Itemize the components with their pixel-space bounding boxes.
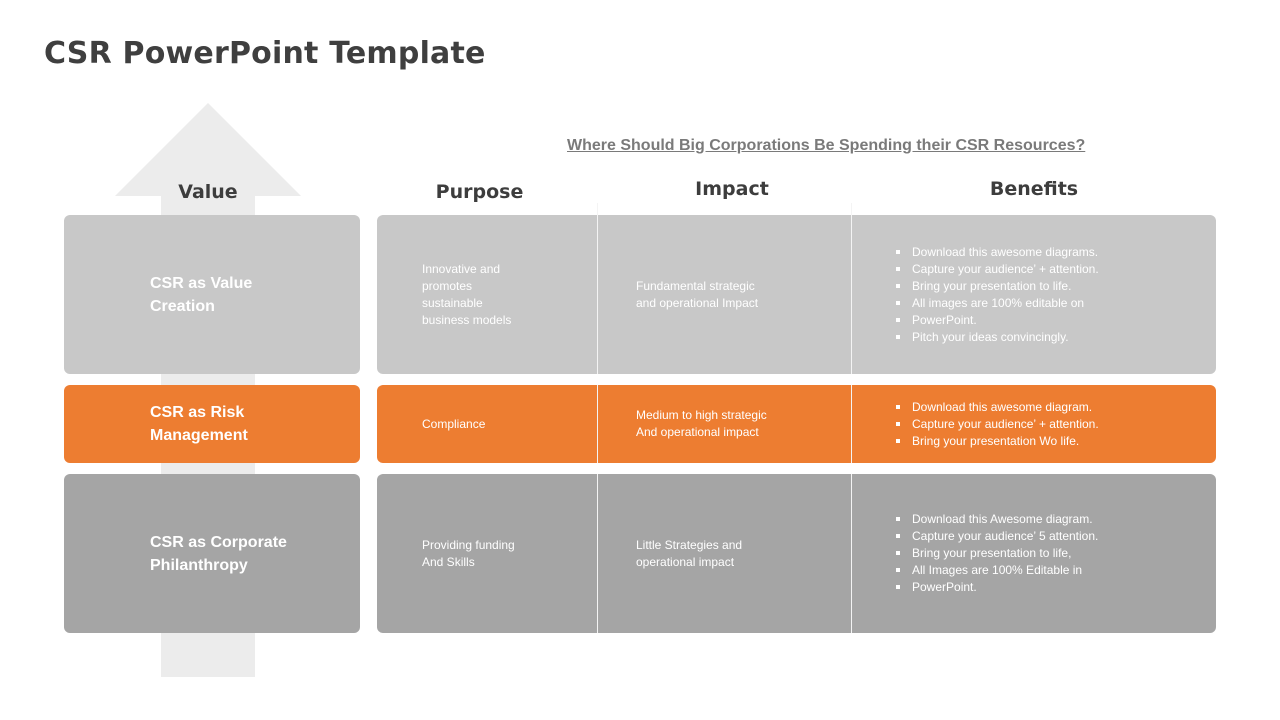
benefit-item: All images are 100% editable on: [894, 295, 1099, 312]
benefits-cell: Download this awesome diagrams. Capture …: [852, 215, 1216, 374]
benefit-item: PowerPoint.: [894, 579, 1098, 596]
benefit-item: Bring your presentation Wo life.: [894, 433, 1099, 450]
column-divider: [851, 203, 852, 374]
benefits-list: Download this awesome diagram. Capture y…: [894, 399, 1099, 450]
row-corporate-philanthropy-label: CSR as Corporate Philanthropy: [64, 474, 360, 633]
header-impact: Impact: [695, 178, 769, 200]
row-value-creation-label: CSR as Value Creation: [64, 215, 360, 374]
benefit-item: Pitch your ideas convincingly.: [894, 329, 1099, 346]
purpose-text: Innovative and promotes sustainable busi…: [422, 261, 512, 327]
header-benefits: Benefits: [989, 178, 1079, 200]
impact-text: Little Strategies and operational impact: [636, 537, 743, 569]
purpose-cell: Compliance: [377, 385, 597, 463]
impact-cell: Fundamental strategic and operational Im…: [598, 215, 851, 374]
benefits-cell: Download this Awesome diagram. Capture y…: [852, 474, 1216, 633]
benefit-item: Capture your audience’ + attention.: [894, 416, 1099, 433]
header-purpose: Purpose: [435, 181, 524, 203]
benefit-item: Download this awesome diagrams.: [894, 244, 1099, 261]
benefit-item: Bring your presentation to life,: [894, 545, 1098, 562]
impact-text: Fundamental strategic and operational Im…: [636, 278, 759, 310]
benefit-item: Download this Awesome diagram.: [894, 511, 1098, 528]
column-divider: [597, 203, 598, 374]
question-heading: Where Should Big Corporations Be Spendin…: [567, 137, 1086, 154]
benefits-cell: Download this awesome diagram. Capture y…: [852, 385, 1216, 463]
row-label: CSR as Corporate Philanthropy: [150, 533, 287, 574]
row-risk-management-label: CSR as Risk Management: [64, 385, 360, 463]
column-divider: [851, 385, 852, 463]
row-corporate-philanthropy: Providing funding And Skills Little Stra…: [377, 474, 1216, 633]
impact-cell: Medium to high strategic And operational…: [598, 385, 851, 463]
purpose-cell: Innovative and promotes sustainable busi…: [377, 215, 597, 374]
benefits-list: Download this Awesome diagram. Capture y…: [894, 511, 1098, 596]
row-label: CSR as Value Creation: [150, 274, 253, 315]
benefit-item: PowerPoint.: [894, 312, 1099, 329]
column-divider: [597, 385, 598, 463]
benefits-list: Download this awesome diagrams. Capture …: [894, 244, 1099, 346]
header-value: Value: [178, 181, 238, 203]
benefit-item: Capture your audience’ + attention.: [894, 261, 1099, 278]
benefit-item: Capture your audience’ 5 attention.: [894, 528, 1098, 545]
row-label: CSR as Risk Management: [150, 404, 248, 444]
purpose-text: Providing funding And Skills: [422, 537, 515, 569]
benefit-item: Download this awesome diagram.: [894, 399, 1099, 416]
column-divider: [597, 474, 598, 633]
slide-title: CSR PowerPoint Template: [44, 36, 486, 71]
purpose-cell: Providing funding And Skills: [377, 474, 597, 633]
row-risk-management: Compliance Medium to high strategic And …: [377, 385, 1216, 463]
impact-text: Medium to high strategic And operational…: [636, 408, 767, 439]
column-divider: [851, 474, 852, 633]
benefit-item: All Images are 100% Editable in: [894, 562, 1098, 579]
benefit-item: Bring your presentation to life.: [894, 278, 1099, 295]
purpose-text: Compliance: [422, 416, 486, 431]
arrow-up-icon: [115, 103, 301, 196]
row-value-creation: Innovative and promotes sustainable busi…: [377, 203, 1216, 374]
impact-cell: Little Strategies and operational impact: [598, 474, 851, 633]
